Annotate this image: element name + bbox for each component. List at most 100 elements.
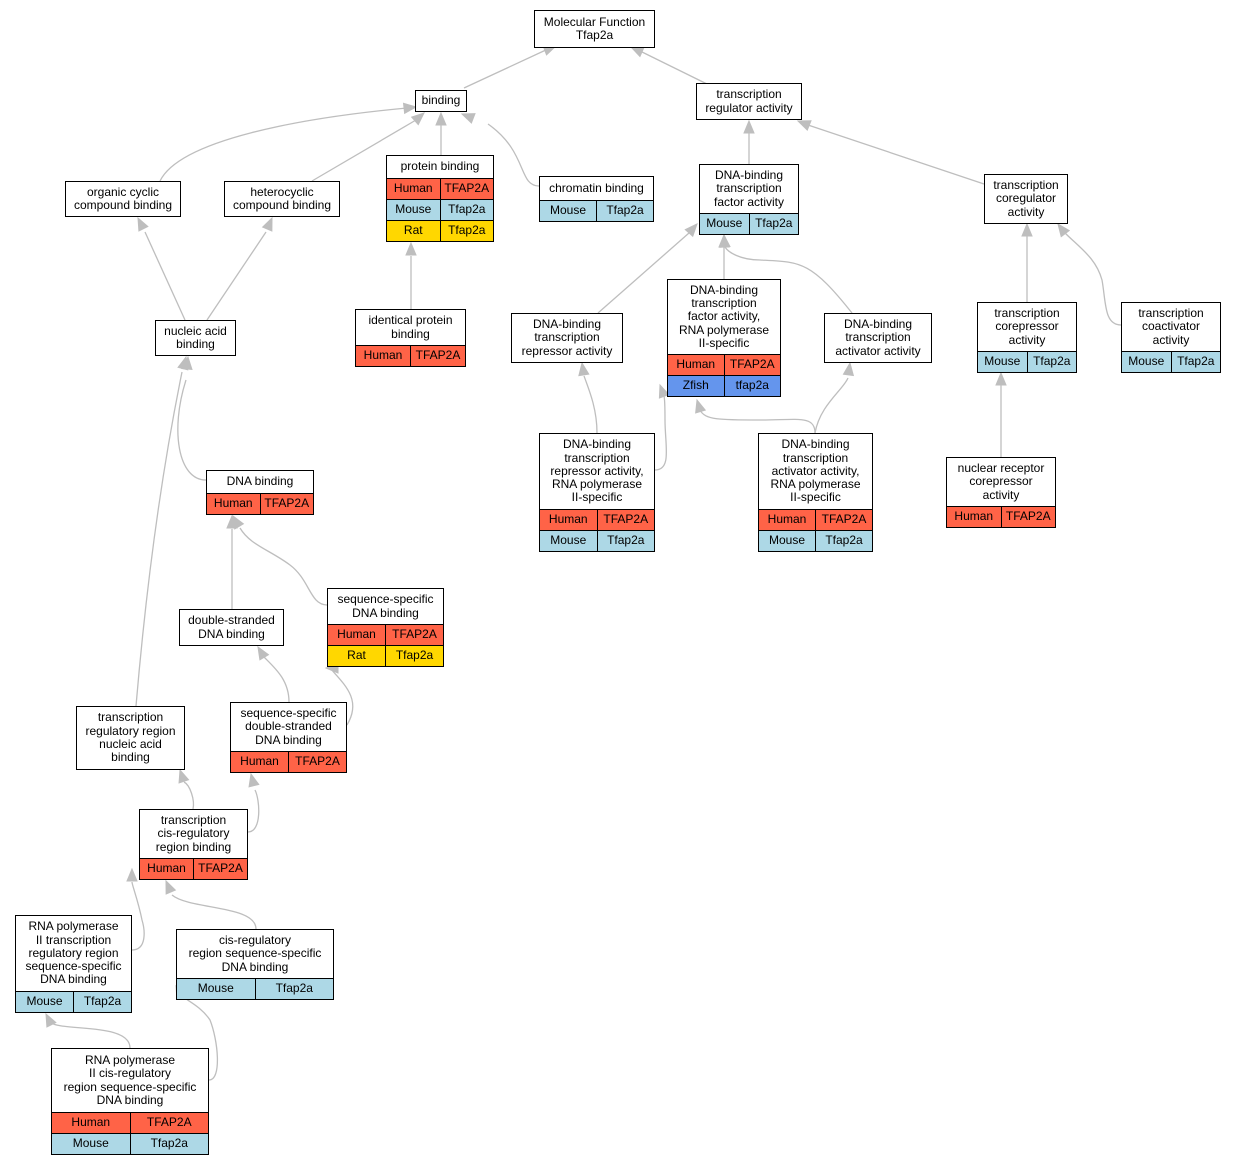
node-title-line: sequence-specific [25,959,122,974]
species-cell: Human [387,179,441,199]
node-title: chromatin binding [540,177,653,200]
node-title-line: cis-regulatory [157,826,230,841]
gene-cell: Tfap2a [448,202,486,217]
arrowhead-icon [165,879,177,895]
edge-line [171,894,257,930]
species-cell: Human [668,355,725,375]
gene-cell: TFAP2A [198,861,243,876]
edge-line [463,48,549,89]
edge-line [1063,231,1122,326]
gene-cell: Tfap2a [395,648,434,663]
node-title-line: repressor activity [521,343,613,358]
node-title: DNA binding [207,471,313,493]
edge-line [144,231,186,321]
node-title-line: activity [1007,204,1045,219]
arrowhead-icon [178,768,190,784]
node-title-line: DNA binding [255,732,322,747]
gene-cell: Tfap2a [1177,354,1215,369]
arrowhead-icon [402,102,418,115]
node-title-line: binding [111,750,150,765]
arrowhead-icon [435,111,447,126]
node-title-line: sequence-specific [240,706,337,721]
node-title-line: transcription [1138,306,1204,321]
node-title-line: repressor activity, [550,463,644,478]
species-cell: Zfish [668,376,725,396]
node-title-line: transcription [716,87,782,102]
gene-cell: Tfap2a [607,533,645,548]
edge-line [597,232,690,314]
arrowhead-icon [405,241,417,256]
node-title-line: activator activity [835,343,921,358]
arrowhead-icon [842,361,855,377]
arrowhead-icon [578,361,590,377]
node-title-line: II-specific [790,490,841,505]
node-title-line: DNA binding [221,959,289,974]
node-binding[interactable]: binding [415,90,467,112]
species-cell: Human [52,1113,131,1133]
node-title: binding [416,91,466,111]
edge-line [239,527,328,606]
node-title-line: Tfap2a [575,28,614,42]
species-cell: Rat [387,221,441,241]
edge-line [487,123,540,187]
node-title-line: DNA-binding [714,168,784,183]
node-title-line: transcription [782,450,849,465]
node-title-line: transcription [993,178,1059,193]
node-title-line: DNA binding [352,605,419,620]
node-title-line: DNA binding [96,1092,164,1107]
gene-cell: TFAP2A [1005,509,1051,524]
species-cell: Mouse [177,979,256,999]
gene-cell: Tfap2a [606,203,644,218]
gene-cell: TFAP2A [295,754,340,769]
edge-line [329,667,354,726]
gene-cell: Tfap2a [1033,354,1071,369]
arrowhead-icon [137,216,149,232]
node-title-line: regulator activity [705,100,793,115]
node-title-line: nuclear receptor [957,461,1045,476]
